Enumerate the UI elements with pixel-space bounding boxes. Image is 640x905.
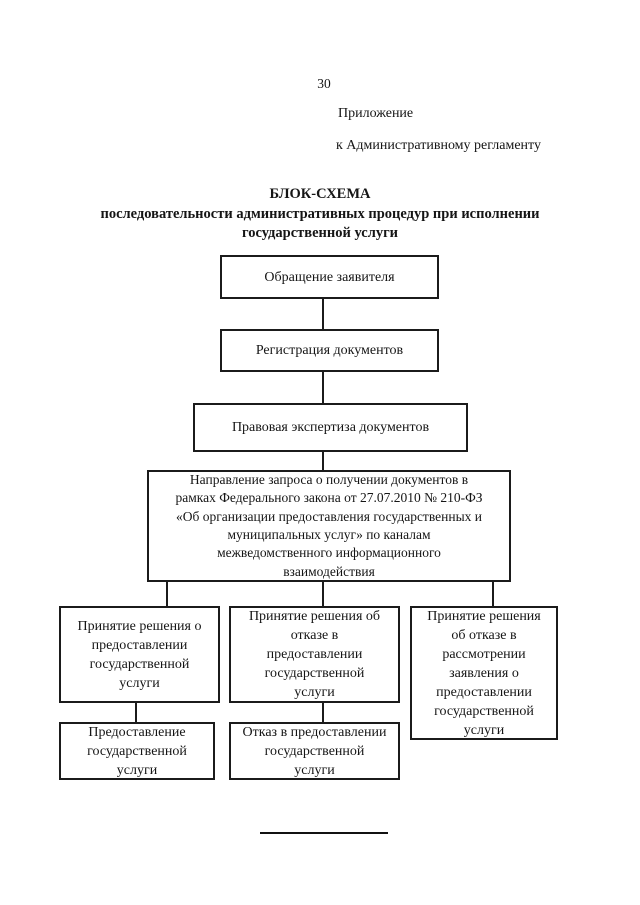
flow-node-service-refused: Отказ в предоставлении государственной у… (229, 722, 400, 780)
flow-node-decision-grant-service: Принятие решения о предоставлении госуда… (59, 606, 220, 703)
flowchart-title-subheading: последовательности административных проц… (100, 205, 540, 242)
flow-node-document-registration: Регистрация документов (220, 329, 439, 372)
flowchart-title: БЛОК-СХЕМА последовательности администра… (30, 185, 610, 244)
connector-request-to-registration (322, 297, 324, 330)
connector-interagency-to-refuse-service (322, 581, 324, 607)
flow-node-service-granted: Предоставление государственной услуги (59, 722, 215, 780)
appendix-reference: к Административному регламенту (336, 138, 541, 153)
appendix-label: Приложение (338, 106, 414, 121)
flow-node-interagency-request: Направление запроса о получении документ… (147, 470, 511, 582)
flowchart-title-heading: БЛОК-СХЕМА (269, 186, 371, 202)
connector-interagency-to-refuse-review (492, 581, 494, 607)
connector-expertise-to-interagency (322, 451, 324, 471)
flow-node-applicant-request: Обращение заявителя (220, 255, 439, 299)
flow-node-decision-refuse-service: Принятие решения об отказе в предоставле… (229, 606, 400, 703)
connector-registration-to-expertise (322, 371, 324, 404)
flow-node-decision-refuse-review: Принятие решения об отказе в рассмотрени… (410, 606, 558, 740)
connector-refuse-to-refused (322, 702, 324, 723)
flow-node-legal-expertise: Правовая экспертиза документов (193, 403, 468, 452)
footnote-rule (260, 832, 388, 834)
page-number: 30 (317, 76, 331, 91)
connector-grant-to-granted (135, 702, 137, 723)
connector-interagency-to-grant (166, 581, 168, 607)
